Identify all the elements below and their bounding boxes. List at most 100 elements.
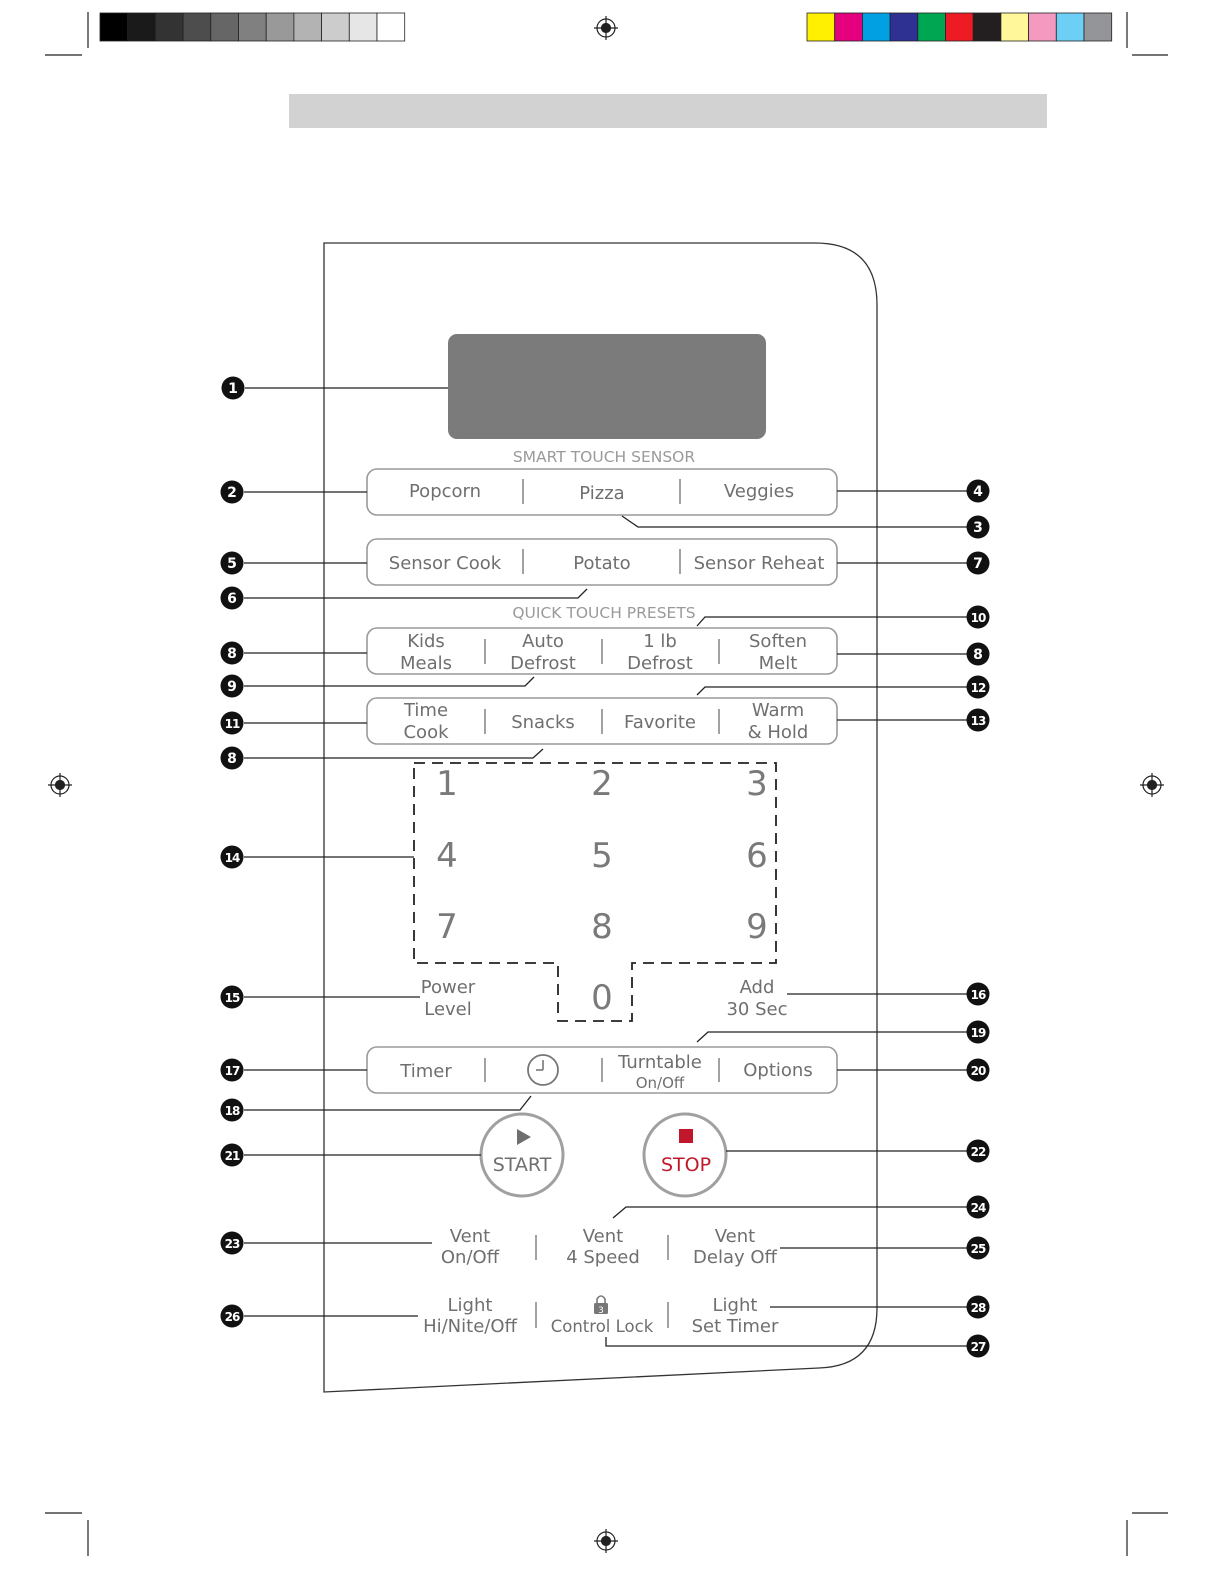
svg-text:Vent: Vent bbox=[450, 1226, 490, 1247]
registration-mark-top bbox=[594, 16, 618, 40]
svg-text:16: 16 bbox=[971, 988, 986, 1002]
pizza-button[interactable]: Pizza bbox=[579, 483, 624, 504]
svg-text:9: 9 bbox=[227, 679, 237, 695]
potato-button[interactable]: Potato bbox=[573, 553, 630, 574]
callout-22: 22 bbox=[966, 1139, 990, 1163]
svg-text:Auto: Auto bbox=[522, 631, 564, 652]
svg-text:Cook: Cook bbox=[403, 722, 449, 743]
panel-outline bbox=[323, 242, 878, 1393]
quick-touch-presets-heading: QUICK TOUCH PRESETS bbox=[512, 604, 695, 622]
callout-3: 3 bbox=[966, 515, 990, 539]
svg-text:28: 28 bbox=[971, 1301, 986, 1315]
callout-12: 12 bbox=[966, 675, 990, 699]
svg-text:25: 25 bbox=[971, 1242, 986, 1256]
callout-5: 5 bbox=[220, 551, 244, 575]
svg-text:19: 19 bbox=[971, 1026, 986, 1040]
control-lock-button[interactable]: 3 Control Lock bbox=[551, 1295, 654, 1336]
key-4[interactable]: 4 bbox=[436, 836, 458, 876]
color-swatch bbox=[1028, 12, 1057, 42]
callout-15: 15 bbox=[220, 985, 244, 1009]
key-3[interactable]: 3 bbox=[746, 764, 768, 804]
callout-20: 20 bbox=[966, 1058, 990, 1082]
svg-text:22: 22 bbox=[971, 1145, 986, 1159]
svg-text:21: 21 bbox=[225, 1149, 240, 1163]
svg-text:Vent: Vent bbox=[583, 1226, 623, 1247]
color-swatch bbox=[945, 12, 974, 42]
favorite-button[interactable]: Favorite bbox=[624, 712, 696, 733]
svg-text:15: 15 bbox=[225, 991, 240, 1005]
options-button[interactable]: Options bbox=[743, 1060, 812, 1081]
clock-icon[interactable] bbox=[527, 1054, 559, 1086]
display-window bbox=[448, 334, 766, 439]
popcorn-button[interactable]: Popcorn bbox=[409, 481, 481, 502]
start-button[interactable]: START bbox=[479, 1112, 565, 1198]
color-swatch bbox=[1055, 12, 1085, 42]
color-swatch bbox=[917, 12, 946, 42]
svg-text:1 lb: 1 lb bbox=[643, 631, 677, 652]
callout-10: 10 bbox=[966, 605, 990, 629]
snacks-button[interactable]: Snacks bbox=[511, 712, 575, 733]
callout-4: 4 bbox=[966, 479, 990, 503]
callout-7: 7 bbox=[966, 551, 990, 575]
key-9[interactable]: 9 bbox=[746, 907, 768, 947]
sensor-cook-button[interactable]: Sensor Cook bbox=[389, 553, 502, 574]
svg-text:3: 3 bbox=[598, 1306, 604, 1316]
key-1[interactable]: 1 bbox=[436, 764, 458, 804]
svg-text:8: 8 bbox=[227, 751, 237, 767]
sensor-reheat-button[interactable]: Sensor Reheat bbox=[694, 553, 825, 574]
process-color-bar bbox=[806, 12, 1113, 42]
svg-text:4 Speed: 4 Speed bbox=[566, 1247, 640, 1268]
keypad-outline bbox=[413, 762, 777, 1022]
color-swatch bbox=[972, 12, 1002, 42]
svg-text:Soften: Soften bbox=[749, 631, 807, 652]
key-8[interactable]: 8 bbox=[591, 907, 613, 947]
callout-14: 14 bbox=[220, 845, 244, 869]
warm-hold-button[interactable]: Warm& Hold bbox=[748, 700, 809, 743]
play-icon bbox=[517, 1129, 531, 1145]
svg-text:Level: Level bbox=[424, 999, 472, 1020]
callout-25: 25 bbox=[966, 1236, 990, 1260]
callout-11: 11 bbox=[220, 711, 244, 735]
svg-text:26: 26 bbox=[225, 1310, 240, 1324]
registration-marks bbox=[48, 16, 1164, 1553]
key-2[interactable]: 2 bbox=[591, 764, 613, 804]
color-swatch bbox=[889, 12, 919, 42]
timer-button[interactable]: Timer bbox=[399, 1061, 452, 1082]
svg-text:Defrost: Defrost bbox=[510, 653, 576, 674]
svg-text:Vent: Vent bbox=[715, 1226, 755, 1247]
sensor-row-2 bbox=[366, 538, 838, 586]
svg-text:13: 13 bbox=[971, 714, 986, 728]
key-0[interactable]: 0 bbox=[591, 978, 613, 1018]
key-7[interactable]: 7 bbox=[436, 907, 458, 947]
stop-button[interactable]: STOP bbox=[642, 1112, 728, 1198]
callout-8: 8 bbox=[966, 642, 990, 666]
registration-mark-left bbox=[48, 773, 72, 797]
color-swatch bbox=[806, 12, 836, 42]
svg-text:11: 11 bbox=[225, 717, 240, 731]
gray-swatch bbox=[376, 12, 406, 42]
veggies-button[interactable]: Veggies bbox=[724, 481, 794, 502]
svg-text:18: 18 bbox=[225, 1104, 240, 1118]
gray-swatch bbox=[99, 12, 129, 42]
key-5[interactable]: 5 bbox=[591, 836, 613, 876]
svg-text:Favorite: Favorite bbox=[624, 712, 696, 733]
callout-8: 8 bbox=[220, 641, 244, 665]
key-6[interactable]: 6 bbox=[746, 836, 768, 876]
color-swatch bbox=[1083, 12, 1113, 42]
svg-text:23: 23 bbox=[225, 1237, 240, 1251]
gray-swatch bbox=[238, 12, 267, 42]
svg-text:5: 5 bbox=[227, 556, 237, 572]
